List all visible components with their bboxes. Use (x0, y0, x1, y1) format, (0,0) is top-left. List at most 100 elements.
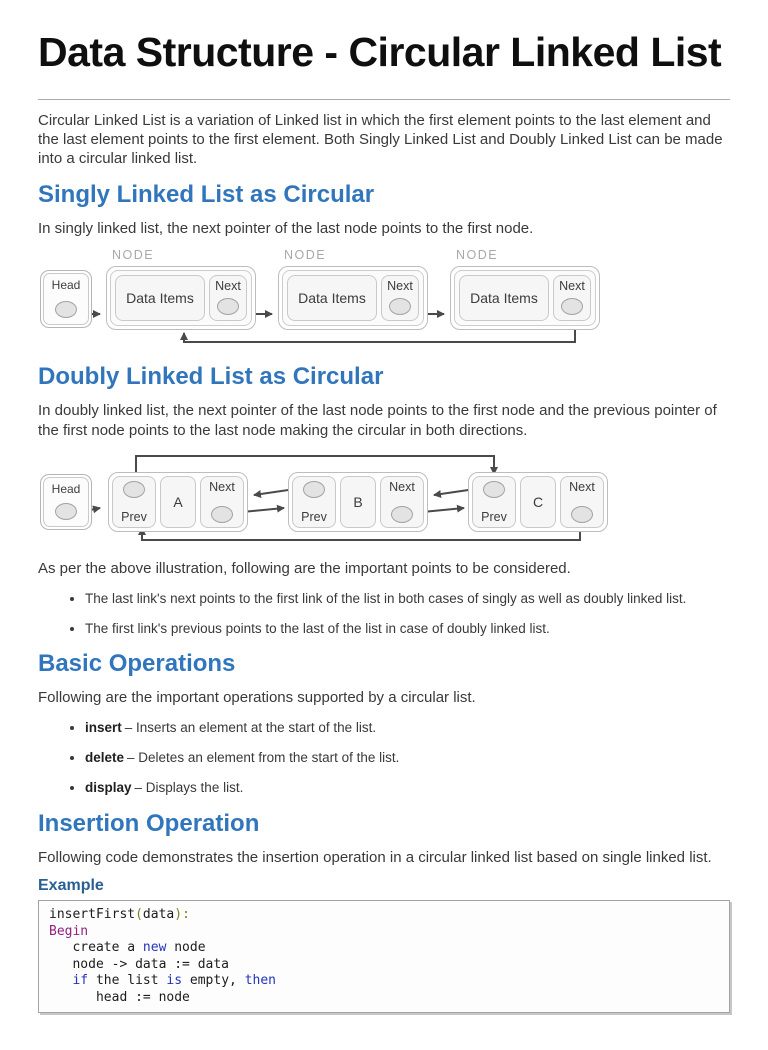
list-item: display– Displays the list. (85, 780, 730, 797)
pointer-oval (55, 301, 77, 319)
section-heading-doubly: Doubly Linked List as Circular (38, 363, 384, 391)
code-line: node -> data := data (49, 957, 719, 974)
operation-desc: – Inserts an element at the start of the… (124, 720, 377, 736)
code-text: head := node (49, 989, 190, 1005)
pointer-oval (571, 505, 593, 523)
code-text: is (166, 973, 183, 989)
code-text: Begin (49, 923, 89, 939)
data-items-box: Data Items (115, 275, 205, 322)
value-cell: C (520, 475, 556, 528)
doubly-paragraph: In doubly linked list, the next pointer … (38, 402, 717, 439)
operation-term: delete (85, 750, 125, 766)
section-heading-insertion: Insertion Operation (38, 810, 260, 838)
data-items-box: Data Items (459, 275, 549, 322)
code-text: the list (88, 973, 167, 989)
list-item: The last link's next points to the first… (85, 591, 730, 608)
basic-operations-paragraph: Following are the important operations s… (38, 689, 476, 707)
singly-paragraph: In singly linked list, the next pointer … (38, 220, 534, 238)
head-label: Head (51, 278, 81, 293)
doubly-circular-diagram: Head Prev A Next Prev (38, 450, 730, 547)
list-node: Prev A Next (108, 471, 248, 532)
example-label: Example (38, 877, 104, 895)
value-cell: A (160, 475, 196, 528)
code-text: then (244, 973, 277, 989)
list-item: insert– Inserts an element at the start … (85, 720, 730, 737)
next-label: Next (389, 479, 415, 494)
code-text: : (182, 907, 190, 923)
illustration-points-list: The last link's next points to the first… (38, 591, 730, 638)
list-node: Data Items Next (106, 266, 256, 331)
code-text: empty, (182, 973, 245, 989)
illustration-note: As per the above illustration, following… (38, 559, 571, 577)
next-cell: Next (560, 475, 604, 528)
code-line: head := node (49, 990, 719, 1007)
next-cell: Next (200, 475, 244, 528)
section-heading-basic-operations: Basic Operations (38, 650, 236, 678)
next-cell: Next (553, 275, 591, 322)
head-label: Head (51, 481, 81, 496)
code-text (49, 973, 72, 988)
next-label: Next (559, 279, 585, 294)
list-node: Prev B Next (288, 471, 428, 532)
list-node: Prev C Next (468, 471, 608, 532)
pointer-oval (561, 298, 583, 316)
node-caption: NODE (456, 248, 499, 263)
pointer-oval (303, 480, 325, 498)
code-text: create a (49, 940, 143, 956)
pointer-oval (391, 505, 413, 523)
insertion-paragraph: Following code demonstrates the insertio… (38, 849, 712, 867)
pointer-oval (123, 480, 145, 498)
code-text: ( (135, 907, 143, 923)
prev-label: Prev (481, 509, 507, 524)
code-text: new (142, 940, 167, 956)
code-line: Begin (49, 924, 719, 941)
intro-paragraph: Circular Linked List is a variation of L… (38, 112, 723, 168)
list-node: Data Items Next (450, 266, 600, 331)
next-cell: Next (380, 475, 424, 528)
code-text: insertFirst (49, 907, 136, 923)
next-label: Next (209, 479, 235, 494)
singly-circular-diagram: NODE NODE NODE Head Data Items Next Data… (38, 248, 730, 350)
code-line: if the list is empty, then (49, 973, 719, 990)
node-caption: NODE (112, 248, 155, 263)
code-line: create a new node (49, 940, 719, 957)
head-box: Head (40, 473, 92, 530)
next-label: Next (215, 279, 241, 294)
pointer-oval (55, 502, 77, 520)
value-cell: B (340, 475, 376, 528)
prev-cell: Prev (292, 475, 336, 528)
next-label: Next (387, 279, 413, 294)
operation-desc: – Displays the list. (134, 780, 244, 796)
next-cell: Next (209, 275, 247, 322)
list-item: delete– Deletes an element from the star… (85, 750, 730, 767)
code-text: node -> data := data (49, 956, 230, 972)
code-text: ) (174, 907, 183, 923)
operation-desc: – Deletes an element from the start of t… (127, 750, 400, 766)
prev-label: Prev (301, 509, 327, 524)
code-text: data (142, 907, 175, 923)
node-caption: NODE (284, 248, 327, 263)
prev-cell: Prev (472, 475, 516, 528)
data-items-box: Data Items (287, 275, 377, 322)
pointer-oval (483, 480, 505, 498)
code-text: if (72, 973, 89, 989)
prev-label: Prev (121, 509, 147, 524)
document-page: Data Structure - Circular Linked List Ci… (0, 26, 768, 1014)
section-heading-singly: Singly Linked List as Circular (38, 181, 375, 209)
pointer-oval (217, 298, 239, 316)
operation-term: insert (85, 720, 122, 736)
list-node: Data Items Next (278, 266, 428, 331)
operation-term: display (85, 780, 132, 796)
next-cell: Next (381, 275, 419, 322)
operations-list: insert– Inserts an element at the start … (38, 720, 730, 797)
title-divider (38, 99, 730, 101)
code-text: node (166, 940, 206, 956)
head-box: Head (40, 270, 92, 329)
pointer-oval (389, 298, 411, 316)
list-item: The first link's previous points to the … (85, 621, 730, 638)
prev-cell: Prev (112, 475, 156, 528)
pointer-oval (211, 505, 233, 523)
code-block: insertFirst(data):Begin create a new nod… (38, 900, 730, 1014)
page-title: Data Structure - Circular Linked List (38, 29, 722, 75)
code-line: insertFirst(data): (49, 907, 719, 924)
